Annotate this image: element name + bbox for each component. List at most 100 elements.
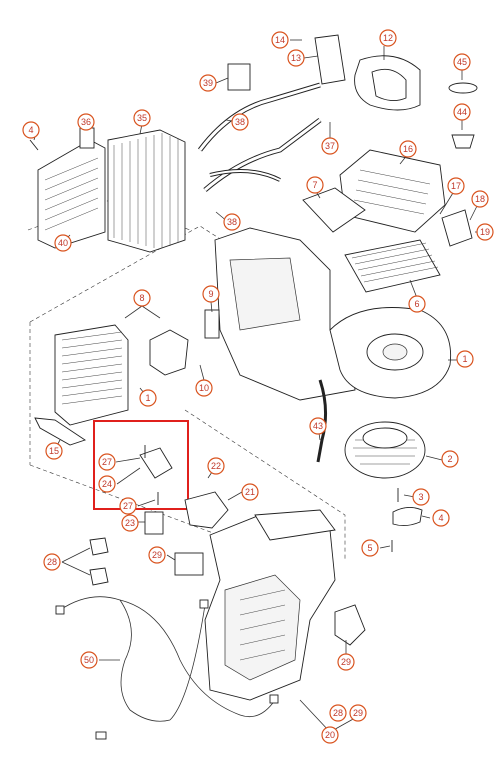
callout-37-text: 37: [325, 141, 335, 151]
servo-18: [441, 209, 473, 247]
sensor-15: [34, 417, 87, 446]
flange-gasket: [354, 55, 421, 111]
callout-38-top: 38: [231, 113, 249, 131]
callout-29-left-text: 29: [152, 550, 162, 560]
flap-7: [302, 187, 366, 233]
screw-4: [29, 139, 39, 151]
block-39: [227, 63, 251, 91]
expansion-valve-8: [149, 329, 189, 376]
callout-23-text: 23: [125, 518, 135, 528]
callout-10: 10: [195, 379, 213, 397]
callout-5: 5: [361, 539, 379, 557]
callout-28-left-text: 28: [47, 557, 57, 567]
callout-7-text: 7: [312, 180, 317, 190]
servo-29-right: [334, 604, 366, 646]
callout-14-text: 14: [275, 35, 285, 45]
callout-45-text: 45: [457, 57, 467, 67]
cabin-filter: [344, 239, 441, 293]
callout-21-text: 21: [245, 487, 255, 497]
callout-39-text: 39: [203, 78, 213, 88]
callout-15-text: 15: [49, 446, 59, 456]
callout-2: 2: [441, 450, 459, 468]
callout-21: 21: [241, 483, 259, 501]
callout-50: 50: [80, 651, 98, 669]
callout-22-text: 22: [211, 461, 221, 471]
callout-4-right: 4: [432, 509, 450, 527]
callout-19: 19: [476, 223, 494, 241]
callout-12-text: 12: [383, 33, 393, 43]
callout-38-mid-text: 38: [227, 217, 237, 227]
callout-44: 44: [453, 103, 471, 121]
callout-29-left: 29: [148, 546, 166, 564]
callout-20: 20: [321, 726, 339, 744]
callout-22: 22: [207, 457, 225, 475]
callout-17: 17: [447, 177, 465, 195]
callout-29-right-text: 29: [341, 657, 351, 667]
callout-50-text: 50: [84, 655, 94, 665]
callout-16-text: 16: [403, 144, 413, 154]
callout-18: 18: [471, 190, 489, 208]
evaporator: [54, 324, 129, 426]
blower-motor: [344, 421, 426, 479]
callout-19-text: 19: [480, 227, 490, 237]
callout-28-left: 28: [43, 553, 61, 571]
callout-16: 16: [399, 140, 417, 158]
cap-45: [448, 82, 478, 94]
callout-36-text: 36: [81, 117, 91, 127]
highlight-box: [93, 420, 189, 510]
callout-13-text: 13: [291, 53, 301, 63]
callout-4-right-text: 4: [438, 513, 443, 523]
callout-38-top-text: 38: [235, 117, 245, 127]
callout-2-text: 2: [447, 454, 452, 464]
servo-29-left: [174, 552, 204, 576]
callout-1-right-text: 1: [462, 354, 467, 364]
callout-1-left: 1: [139, 389, 157, 407]
callout-38-mid: 38: [223, 213, 241, 231]
callout-12: 12: [379, 29, 397, 47]
callout-15: 15: [45, 442, 63, 460]
callout-27-lower: 27: [119, 497, 137, 515]
flap-housing: [339, 149, 446, 233]
callout-44-text: 44: [457, 107, 467, 117]
wiring-harness: [55, 596, 279, 740]
air-distribution-housing: [204, 509, 336, 701]
callout-17-text: 17: [451, 181, 461, 191]
callout-20-text: 20: [325, 730, 335, 740]
callout-27-upper: 27: [98, 453, 116, 471]
callout-24-text: 24: [102, 479, 112, 489]
callout-8: 8: [133, 289, 151, 307]
callout-6: 6: [408, 295, 426, 313]
sensor-23: [144, 511, 164, 535]
callout-37: 37: [321, 137, 339, 155]
callout-5-text: 5: [367, 543, 372, 553]
callout-1-right: 1: [456, 350, 474, 368]
bracket-13: [314, 34, 346, 85]
sensor-28a: [89, 537, 109, 556]
valve-9: [204, 309, 220, 339]
callout-28-bottom: 28: [329, 704, 347, 722]
callout-10-text: 10: [199, 383, 209, 393]
valve-44: [451, 134, 475, 149]
callout-29-bottom-text: 29: [353, 708, 363, 718]
callout-1-left-text: 1: [145, 393, 150, 403]
callout-3: 3: [412, 488, 430, 506]
callout-14: 14: [271, 31, 289, 49]
callout-9: 9: [202, 285, 220, 303]
drain-hose-43: [316, 379, 327, 463]
callout-6-text: 6: [414, 299, 419, 309]
heater-housing: [214, 227, 452, 401]
callout-43-text: 43: [313, 421, 323, 431]
coolant-pipes: [198, 82, 322, 192]
callout-43: 43: [309, 417, 327, 435]
callout-8-text: 8: [139, 293, 144, 303]
cover-4: [392, 507, 423, 527]
callout-29-bottom: 29: [349, 704, 367, 722]
callout-3-text: 3: [418, 492, 423, 502]
callout-23: 23: [121, 514, 139, 532]
callout-9-text: 9: [208, 289, 213, 299]
callout-36: 36: [77, 113, 95, 131]
callout-40-text: 40: [58, 238, 68, 248]
callout-35-text: 35: [137, 113, 147, 123]
callout-18-text: 18: [475, 194, 485, 204]
